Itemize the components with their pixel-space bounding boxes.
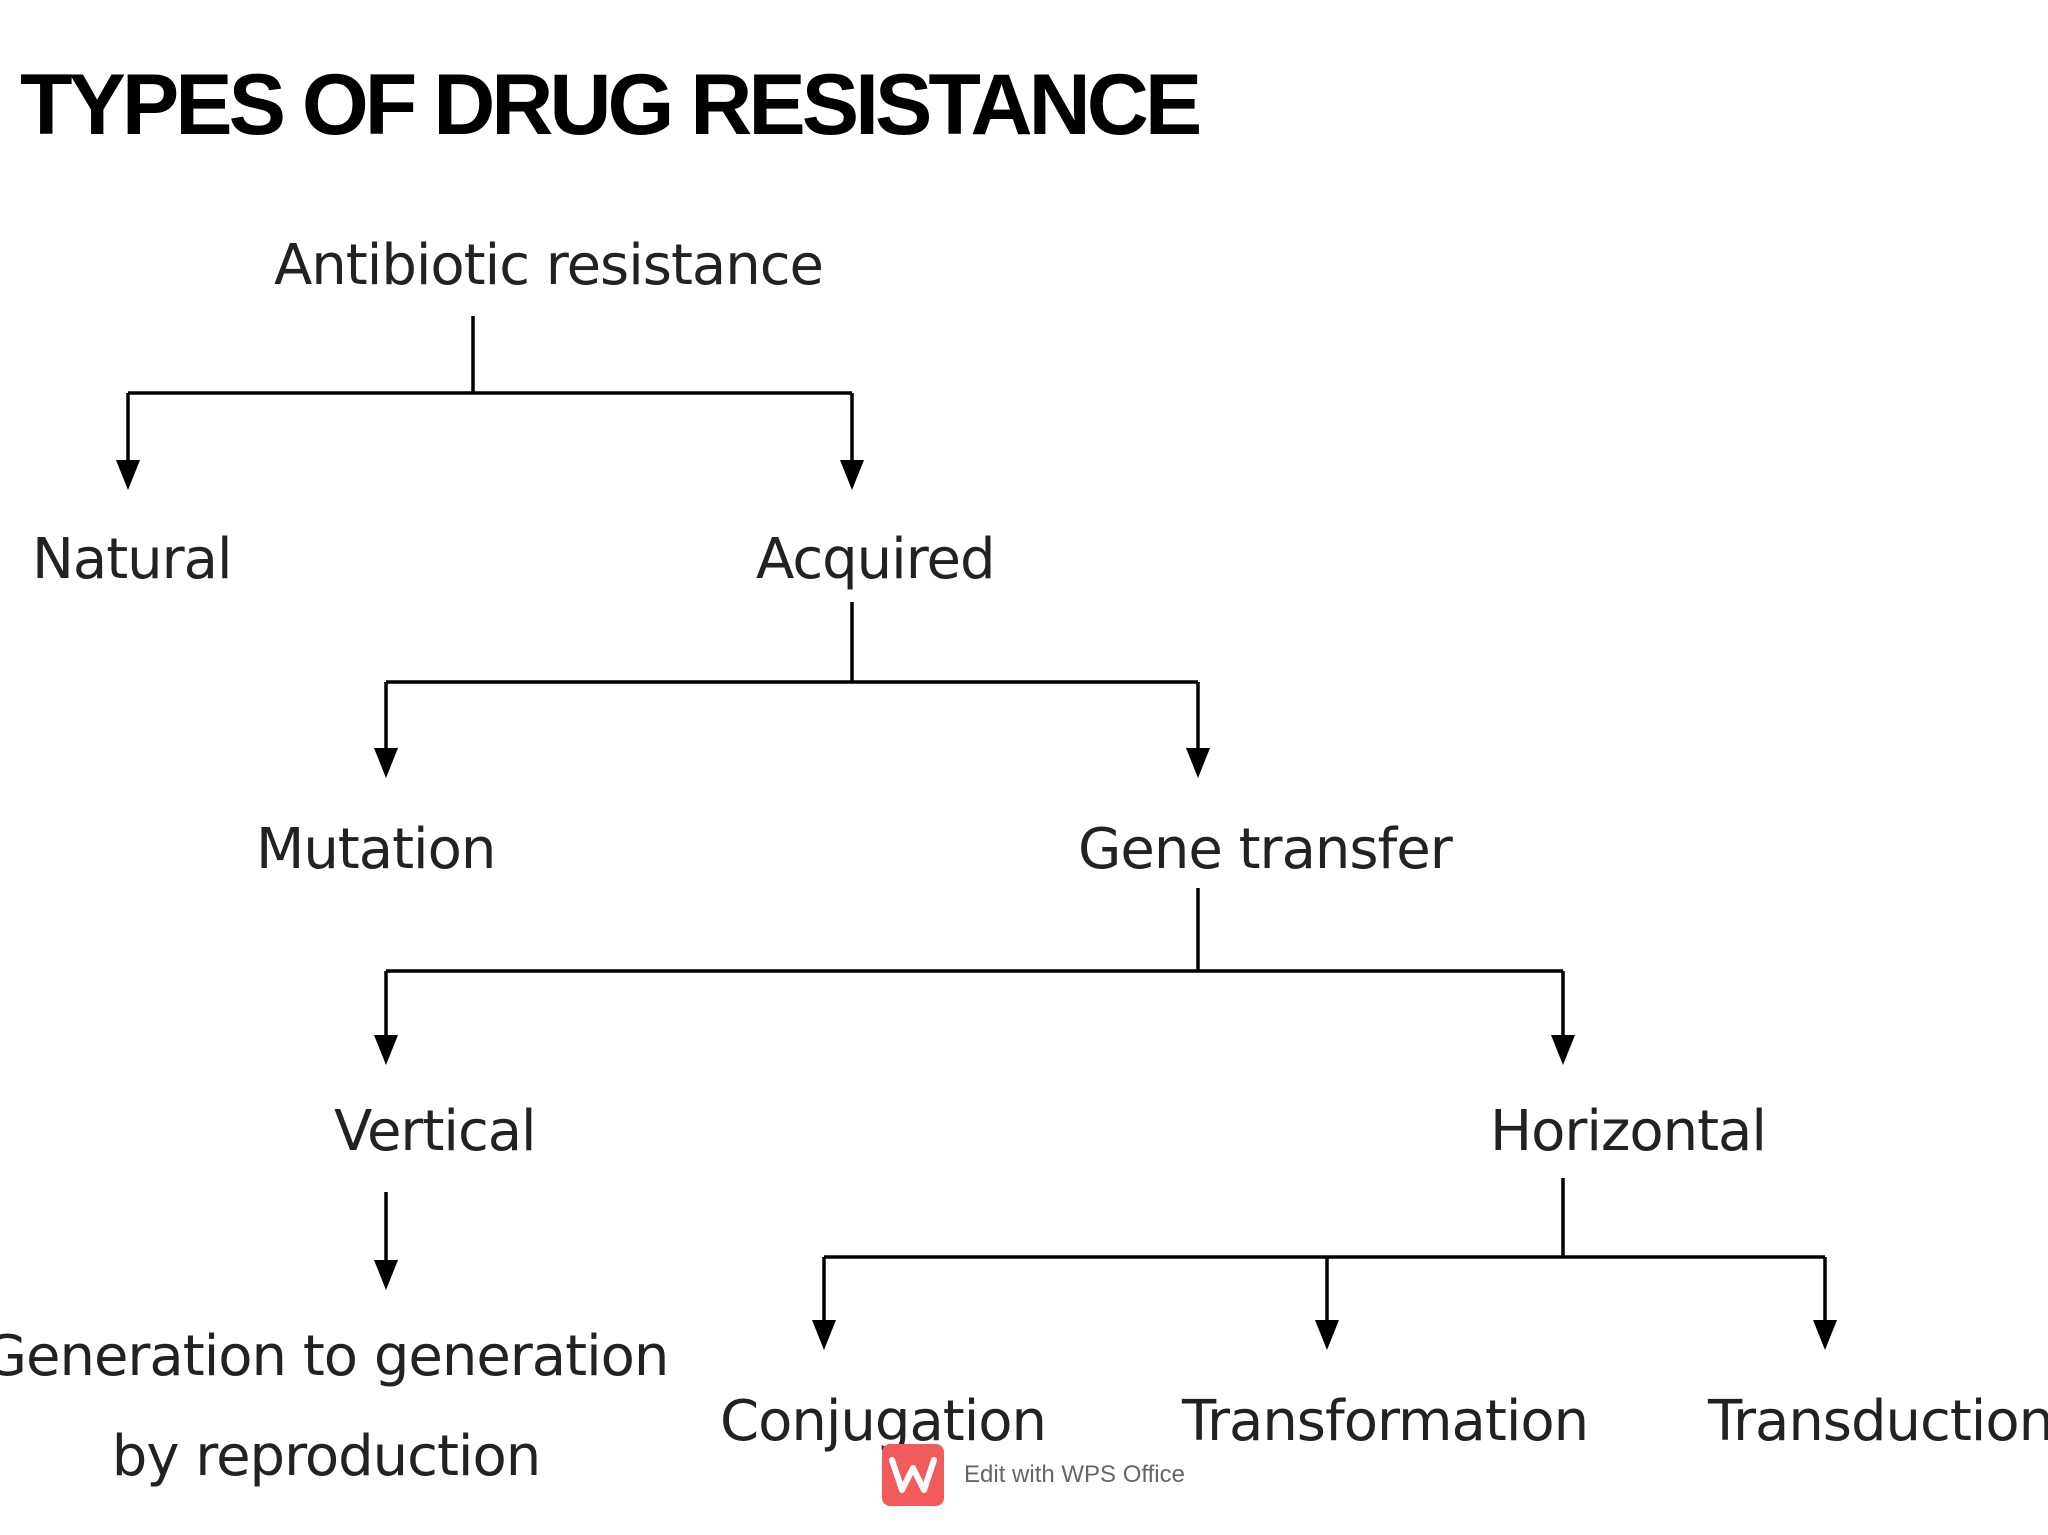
wps-watermark[interactable]: Edit with WPS Office <box>882 1444 1185 1506</box>
node-mutation: Mutation <box>256 817 496 882</box>
arrowhead-vertical <box>374 1035 398 1065</box>
node-generation-line2: by reproduction <box>111 1424 541 1489</box>
node-horizontal: Horizontal <box>1490 1099 1767 1164</box>
arrowhead-mutation <box>374 748 398 778</box>
arrowhead-horizontal <box>1551 1035 1575 1065</box>
node-generation-to-generation: Generation to generation by reproduction <box>0 1307 669 1507</box>
arrowhead-transformation <box>1315 1320 1339 1350</box>
wps-watermark-text: Edit with WPS Office <box>964 1461 1185 1488</box>
arrowhead-generation <box>374 1260 398 1290</box>
arrowhead-natural <box>116 460 140 490</box>
arrowhead-transduction <box>1813 1320 1837 1350</box>
node-transduction: Transduction <box>1708 1389 2048 1454</box>
node-antibiotic-resistance: Antibiotic resistance <box>274 233 824 298</box>
node-transformation: Transformation <box>1182 1389 1589 1454</box>
node-acquired: Acquired <box>756 527 996 592</box>
node-generation-line1: Generation to generation <box>0 1324 669 1389</box>
node-conjugation: Conjugation <box>720 1389 1047 1454</box>
arrowhead-conjugation <box>812 1320 836 1350</box>
node-vertical: Vertical <box>334 1099 537 1164</box>
page-title: TYPES OF DRUG RESISTANCE <box>20 57 1202 153</box>
node-natural: Natural <box>32 527 233 592</box>
node-gene-transfer: Gene transfer <box>1078 817 1453 882</box>
wps-office-logo-icon <box>882 1444 944 1506</box>
arrowhead-acquired <box>840 460 864 490</box>
arrowhead-genetransfer <box>1186 748 1210 778</box>
